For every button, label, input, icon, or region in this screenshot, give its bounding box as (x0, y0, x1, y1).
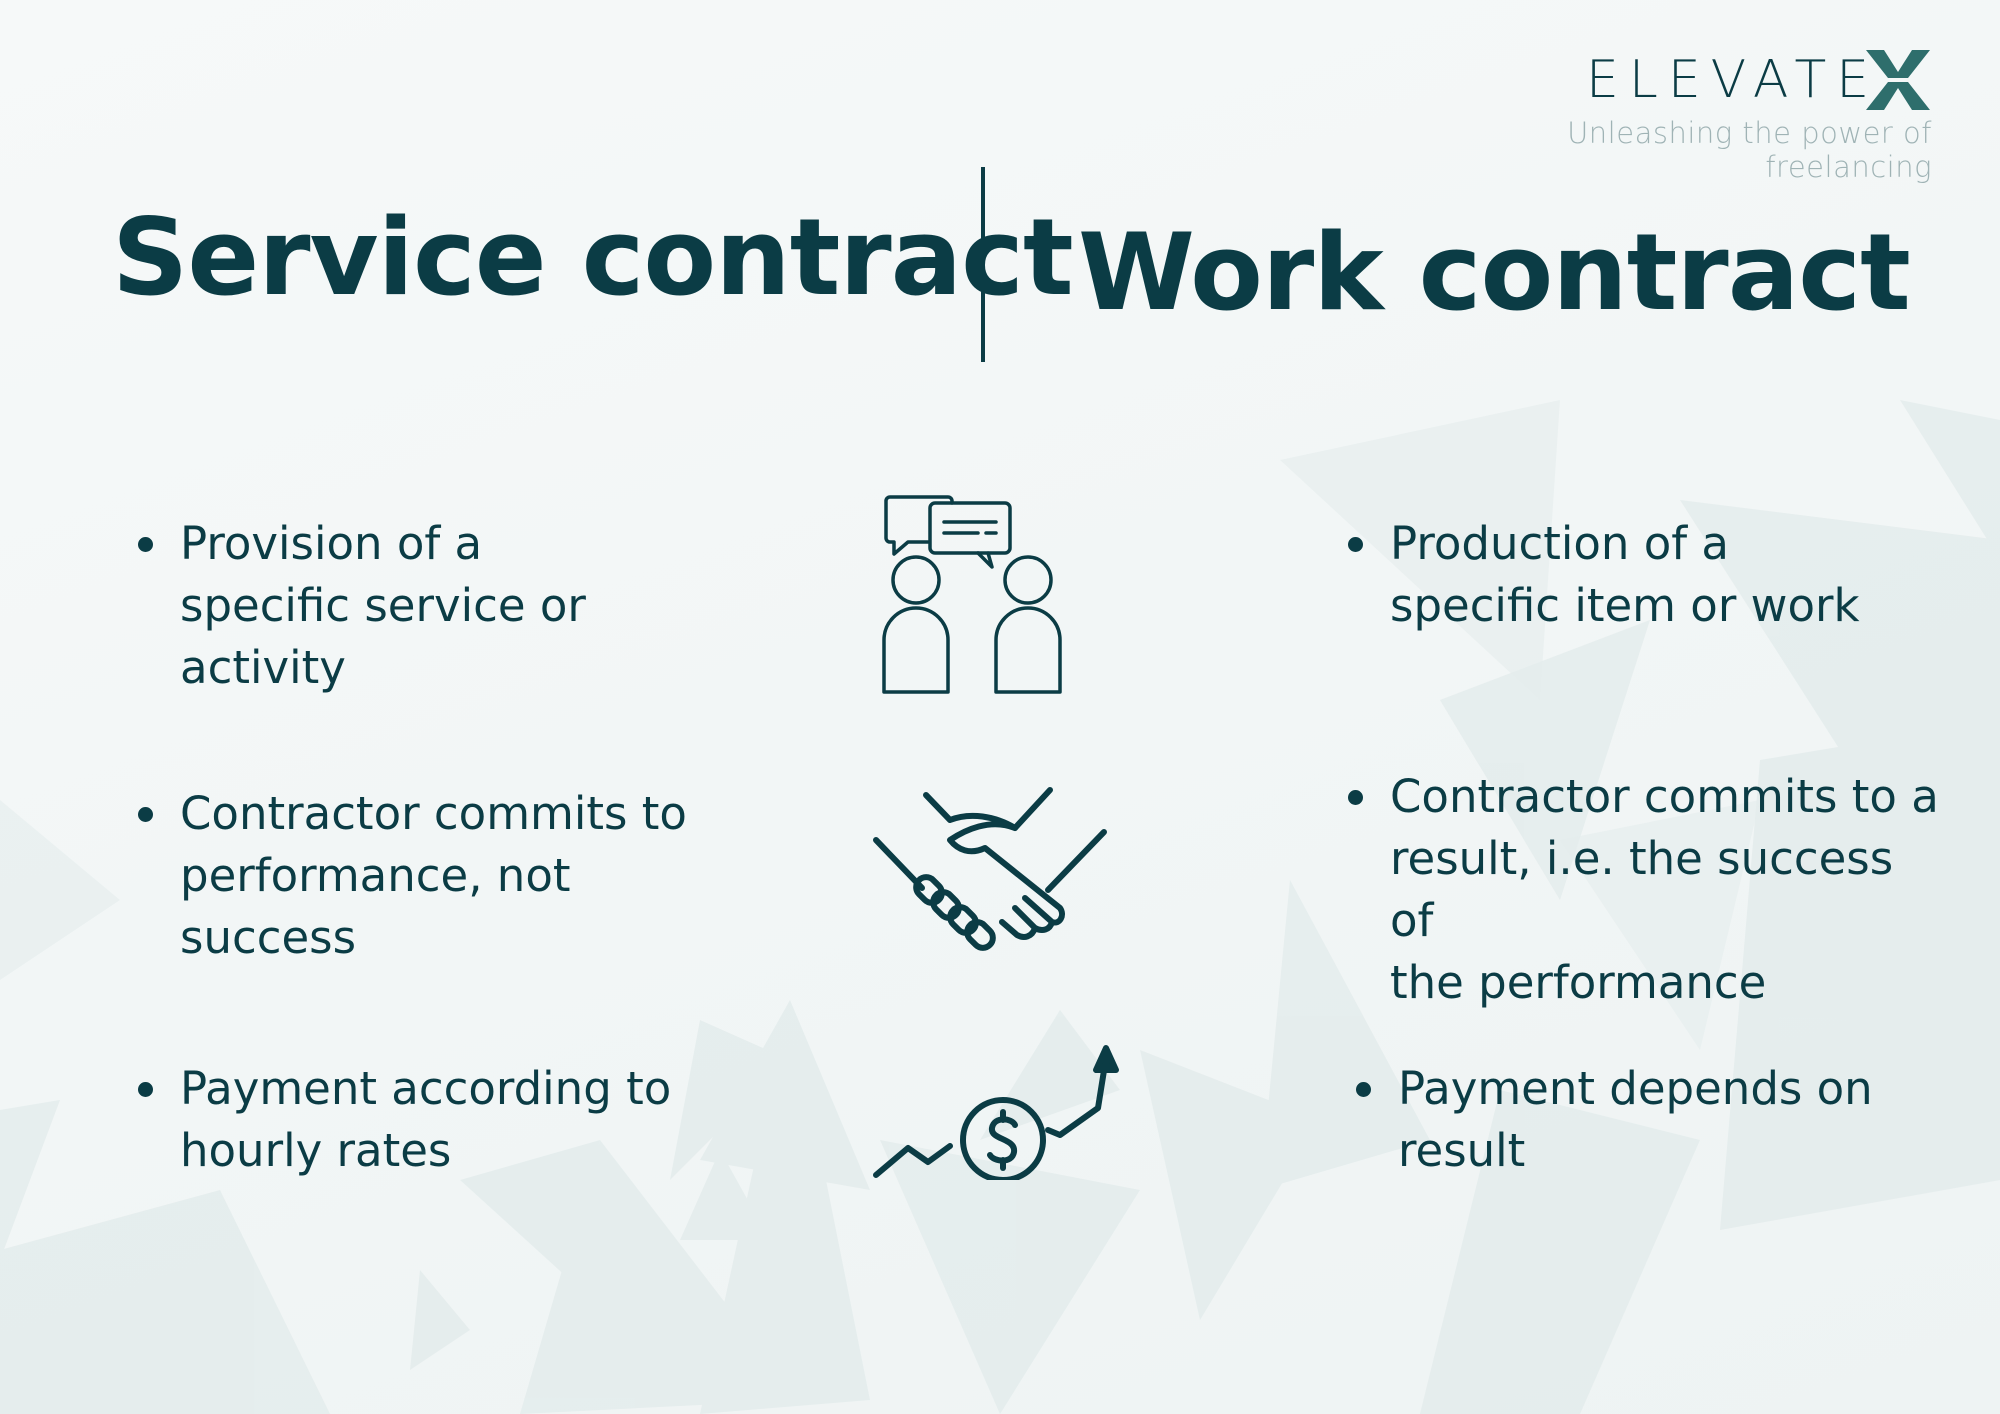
bullet-line: Contractor commits to (180, 787, 687, 840)
conversation-icon (882, 495, 1062, 694)
bullet-line: specific service or (180, 579, 586, 632)
bullet-line: Contractor commits to a (1390, 770, 1939, 823)
bullet-dot (1348, 790, 1363, 805)
brand-tagline: Unleashing the power of freelancing (1567, 116, 1932, 184)
bullet-dot (138, 807, 153, 822)
bullet-line: Provision of a (180, 517, 483, 570)
bullet-line: activity (180, 641, 346, 694)
bullet-line: hourly rates (180, 1124, 452, 1177)
bullet-line: performance, not (180, 849, 571, 902)
brand-x-mark-icon (1866, 50, 1930, 110)
bullet-line: Payment according to (180, 1062, 672, 1115)
brand-logo: ELEVATE (1586, 50, 1936, 120)
service-bullet-1: Provision of a specific service or activ… (138, 513, 658, 713)
brand-wordmark: ELEVATE (1586, 50, 1880, 110)
bullet-dot (1356, 1082, 1371, 1097)
title-divider (981, 167, 985, 362)
bullet-line: success (180, 911, 357, 964)
work-contract-title: Work contract (1078, 211, 1911, 334)
bullet-line: result (1398, 1124, 1526, 1177)
bullet-dot (138, 1082, 153, 1097)
bullet-dot (1348, 537, 1363, 552)
money-growth-icon (873, 1045, 1119, 1180)
bullet-line: Payment depends on (1398, 1062, 1873, 1115)
bullet-line: Production of a (1390, 517, 1729, 570)
bullet-line: the performance (1390, 956, 1767, 1009)
work-bullet-2: Contractor commits to a result, i.e. the… (1348, 766, 1948, 1009)
bullet-line: result, i.e. the success of (1390, 832, 1894, 947)
service-bullet-3: Payment according to hourly rates (138, 1058, 698, 1198)
handshake-icon (873, 787, 1107, 951)
work-bullet-1: Production of a specific item or work (1348, 513, 1908, 653)
work-bullet-3: Payment depends on result (1356, 1058, 1916, 1198)
service-bullet-2: Contractor commits to performance, not s… (138, 783, 698, 983)
bullet-dot (138, 537, 153, 552)
bullet-line: specific item or work (1390, 579, 1860, 632)
service-contract-title: Service contract (112, 196, 1074, 319)
